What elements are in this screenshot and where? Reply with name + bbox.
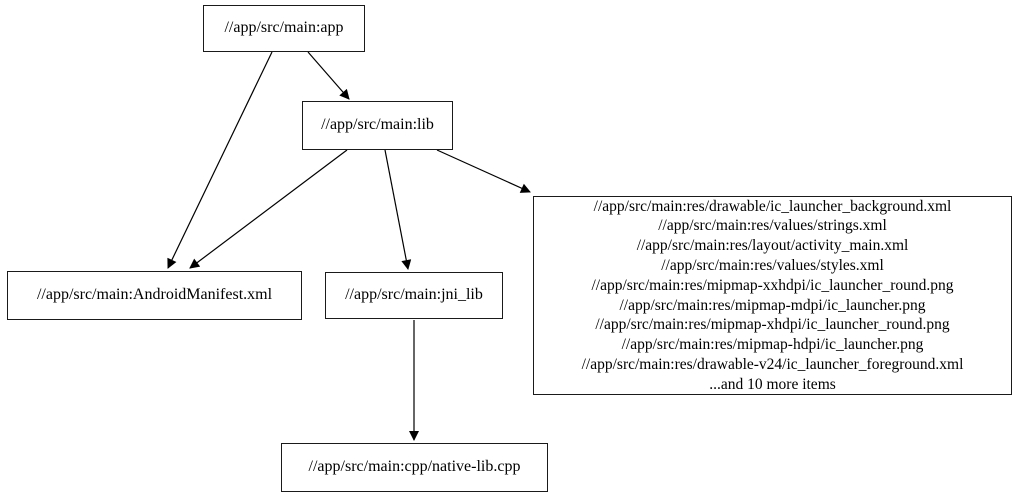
- node-lib-label: //app/src/main:lib: [321, 116, 434, 134]
- res-file-line: //app/src/main:res/mipmap-xxhdpi/ic_laun…: [591, 276, 954, 294]
- node-app-label: //app/src/main:app: [224, 19, 344, 37]
- res-file-line: //app/src/main:res/values/strings.xml: [658, 217, 887, 235]
- res-file-line: //app/src/main:res/mipmap-xhdpi/ic_launc…: [595, 316, 950, 334]
- node-app: //app/src/main:app: [203, 5, 365, 52]
- res-file-line: //app/src/main:res/drawable/ic_launcher_…: [593, 197, 952, 215]
- edge-lib-to-res: [436, 149, 531, 193]
- edge-lib-to-manifest: [189, 149, 348, 269]
- res-more-items-line: ...and 10 more items: [709, 375, 836, 393]
- res-file-line: //app/src/main:res/mipmap-hdpi/ic_launch…: [621, 336, 924, 354]
- node-native-lib-cpp: //app/src/main:cpp/native-lib.cpp: [281, 443, 548, 492]
- node-jni-lib: //app/src/main:jni_lib: [325, 272, 503, 319]
- node-jni-lib-label: //app/src/main:jni_lib: [345, 286, 483, 304]
- node-android-manifest: //app/src/main:AndroidManifest.xml: [7, 271, 302, 320]
- node-android-manifest-label: //app/src/main:AndroidManifest.xml: [36, 286, 273, 304]
- edge-app-to-lib: [307, 51, 350, 100]
- res-file-line: //app/src/main:res/values/styles.xml: [661, 256, 884, 274]
- node-res-file-group: //app/src/main:res/drawable/ic_launcher_…: [533, 196, 1012, 395]
- node-lib: //app/src/main:lib: [302, 101, 453, 150]
- edge-app-to-manifest: [167, 51, 273, 269]
- res-file-line: //app/src/main:res/mipmap-mdpi/ic_launch…: [619, 296, 926, 314]
- node-native-lib-cpp-label: //app/src/main:cpp/native-lib.cpp: [308, 458, 521, 476]
- res-file-line: //app/src/main:res/drawable-v24/ic_launc…: [581, 355, 964, 373]
- res-file-line: //app/src/main:res/layout/activity_main.…: [636, 237, 909, 255]
- edge-lib-to-jni-lib: [384, 149, 412, 270]
